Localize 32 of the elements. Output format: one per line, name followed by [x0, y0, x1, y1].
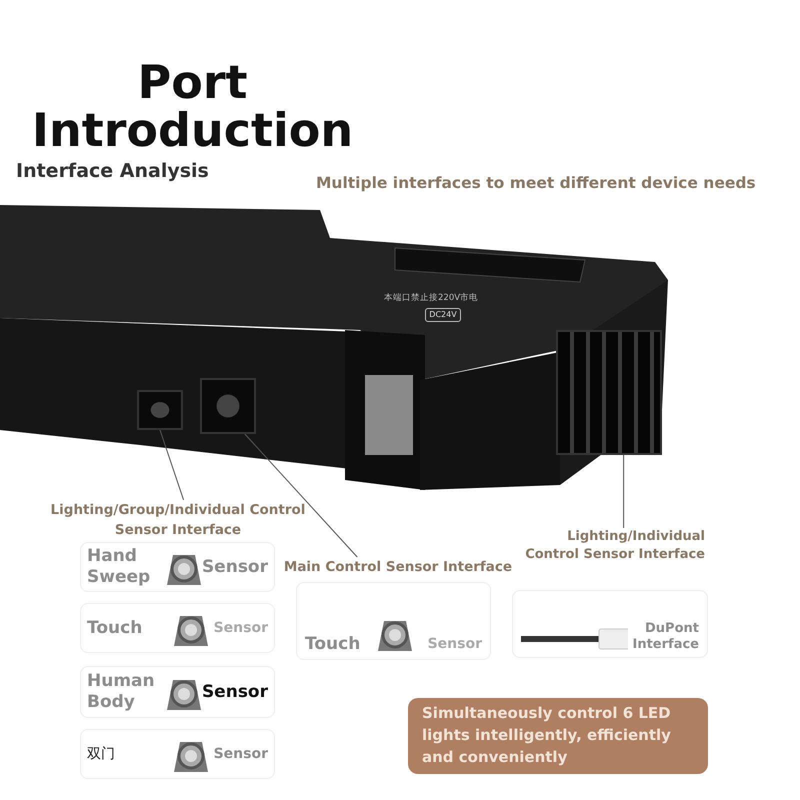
- sensor-name: Touch: [87, 618, 144, 638]
- sensor-name: 双门: [87, 744, 116, 764]
- page-title: Port Introduction: [30, 58, 354, 159]
- sensor-card: [80, 729, 275, 779]
- leader-line: [623, 454, 624, 528]
- callout-label: Lighting/Group/Individual Control Sensor Interface: [38, 500, 318, 542]
- sensor-name: Hand Sweep: [87, 546, 152, 588]
- connector-port: [137, 390, 183, 430]
- tagline: Multiple interfaces to meet different device needs: [316, 174, 757, 194]
- sensor-card: [80, 542, 275, 592]
- connector-port: [200, 378, 256, 434]
- sensor-word: Sensor: [202, 682, 268, 702]
- sensor-word: Sensor: [214, 744, 268, 764]
- sensor-name: Human Body: [87, 671, 156, 713]
- sensor-word: Sensor: [214, 618, 268, 638]
- subtitle: Interface Analysis: [16, 160, 210, 184]
- sensor-word: Sensor: [202, 556, 268, 578]
- callout-label: Lighting/Individual Control Sensor Interface: [520, 528, 705, 586]
- product-photo-card: [512, 590, 708, 658]
- side-port-row: [556, 330, 662, 455]
- leader-line: [160, 430, 184, 500]
- connector-name: DuPont Interface: [632, 621, 699, 653]
- leader-line: [244, 434, 358, 558]
- sensor-card: [80, 666, 275, 718]
- sensor-card: [80, 603, 275, 653]
- device-marking: 本端口禁止接220V市电: [384, 292, 480, 305]
- callout-label: Main Control Sensor Interface: [278, 557, 518, 579]
- sensor-word: Sensor: [428, 635, 482, 654]
- product-photo-card: [296, 582, 491, 660]
- feature-banner: Simultaneously control 6 LED lights intelligently, efficiently and conveniently: [408, 698, 708, 774]
- sensor-name: Touch: [305, 634, 360, 655]
- device-marking: DC24V: [425, 308, 461, 322]
